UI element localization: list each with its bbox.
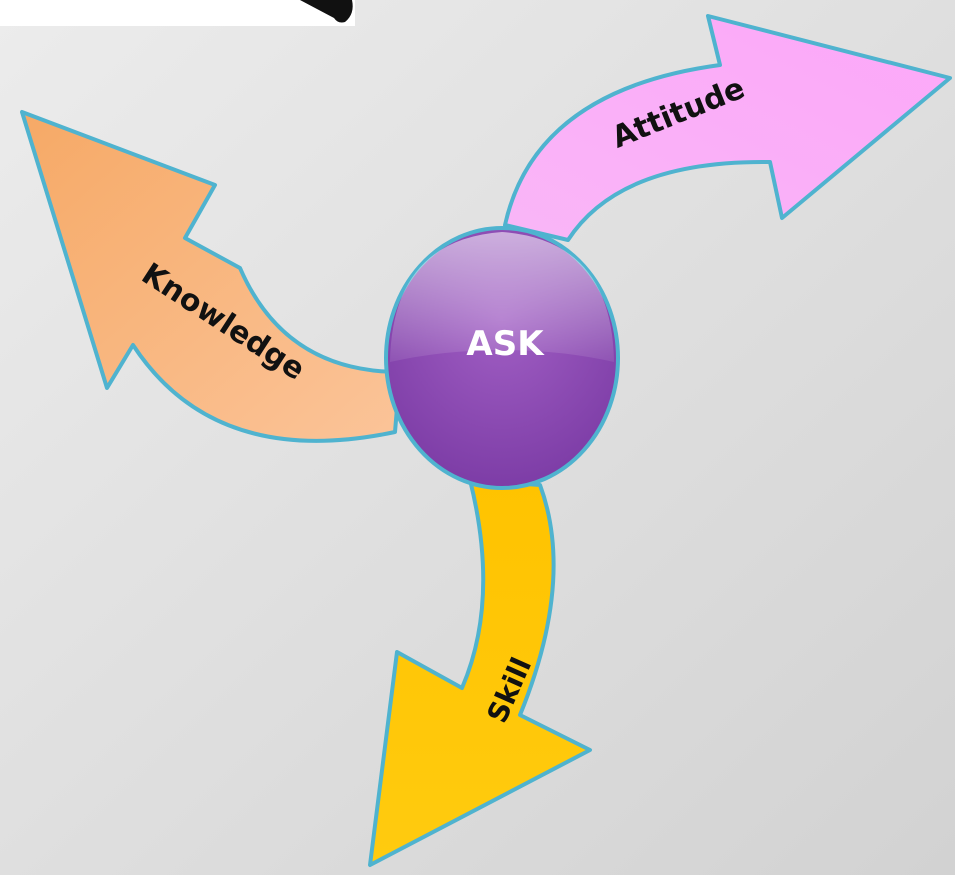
center-ball: [384, 226, 620, 490]
skill-arrow: [368, 478, 592, 867]
attitude-arrow: [503, 14, 952, 242]
center-label: ASK: [466, 324, 545, 364]
corner-image-fragment: [0, 0, 355, 26]
ball-highlight: [390, 232, 614, 362]
knowledge-arrow: [20, 110, 402, 443]
